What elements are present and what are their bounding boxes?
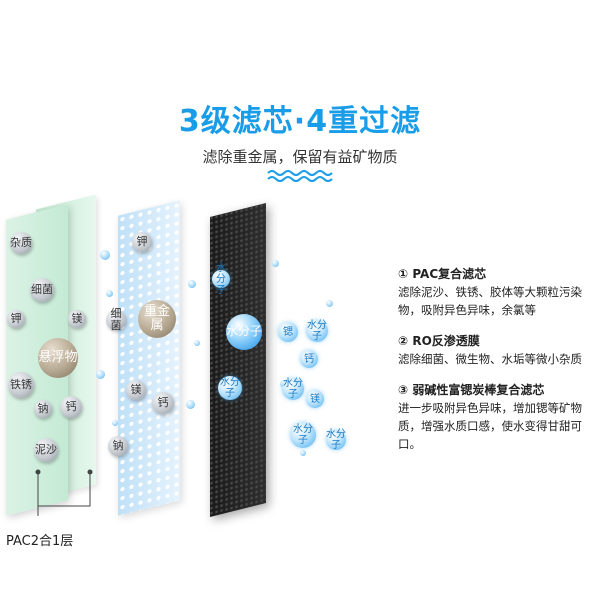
carbon-rod-layer xyxy=(210,203,266,517)
page-title: 3级滤芯·4重过滤 xyxy=(178,104,422,139)
particle-bacteria: 细菌 xyxy=(106,307,126,332)
stage-ro: ② RO反渗透膜 滤除细菌、微生物、水垢等微小杂质 xyxy=(398,333,598,368)
stage-legend: ① PAC复合滤芯 滤除泥沙、铁锈、胶体等大颗粒污染物，吸附异色异味，余氯等 ②… xyxy=(398,266,598,467)
particle-magnesium: 镁 xyxy=(126,380,146,400)
page-subtitle: 滤除重金属，保留有益矿物质 xyxy=(202,148,398,166)
particle-bacteria: 细菌 xyxy=(30,278,54,302)
particle-silt: 泥沙 xyxy=(34,438,58,462)
particle-water-molecule: 水分子 xyxy=(282,378,304,400)
water-drop xyxy=(106,290,113,297)
particle-water-molecule: 水分子 xyxy=(290,422,316,448)
water-drop xyxy=(186,400,195,409)
particle-water-molecule: 水分子 xyxy=(212,263,230,296)
filter-diagram: 杂质 细菌 钾 镁 悬浮物 铁锈 钠 钙 泥沙 钾 细菌 重金属 镁 钙 钠 水… xyxy=(0,190,380,590)
particle-strontium: 锶 xyxy=(278,322,298,342)
particle-calcium: 钙 xyxy=(60,396,82,418)
particle-calcium: 钙 xyxy=(300,350,318,368)
water-drop xyxy=(100,250,110,260)
stage-description: 进一步吸附异色异味，增加锶等矿物质，增强水质口感，使水变得甘甜可口。 xyxy=(398,401,582,451)
particle-magnesium: 镁 xyxy=(68,310,86,328)
particle-sodium: 钠 xyxy=(108,436,128,456)
stage-title: ① PAC复合滤芯 xyxy=(398,267,487,281)
stage-pac: ① PAC复合滤芯 滤除泥沙、铁锈、胶体等大颗粒污染物，吸附异色异味，余氯等 xyxy=(398,266,598,319)
stage-description: 滤除细菌、微生物、水垢等微小杂质 xyxy=(398,352,582,366)
stage-title: ③ 弱碱性富锶炭棒复合滤芯 xyxy=(398,383,545,397)
particle-sodium: 钠 xyxy=(34,400,52,418)
pac-leader-line xyxy=(35,469,93,516)
particle-impurity: 杂质 xyxy=(10,232,32,254)
particle-rust: 铁锈 xyxy=(8,372,34,398)
water-drop xyxy=(112,420,118,426)
water-drop xyxy=(300,450,306,456)
stage-carbon: ③ 弱碱性富锶炭棒复合滤芯 进一步吸附异色异味，增加锶等矿物质，增强水质口感，使… xyxy=(398,382,598,453)
water-drop xyxy=(326,300,333,307)
particle-water-molecule: 水分子 xyxy=(226,314,262,350)
water-drop xyxy=(96,370,105,379)
particle-suspended-matter: 悬浮物 xyxy=(38,338,78,378)
particle-water-molecule: 水分子 xyxy=(306,320,328,342)
particle-water-molecule: 水分子 xyxy=(326,429,346,451)
stage-description: 滤除泥沙、铁锈、胶体等大颗粒污染物，吸附异色异味，余氯等 xyxy=(398,285,582,317)
wave-icon xyxy=(267,170,333,182)
particle-water-molecule: 水分子 xyxy=(218,376,242,400)
stage-title: ② RO反渗透膜 xyxy=(398,334,480,348)
water-drop xyxy=(194,340,200,346)
particle-magnesium: 镁 xyxy=(306,390,324,408)
particle-calcium: 钙 xyxy=(152,392,174,414)
particle-heavy-metal: 重金属 xyxy=(138,300,176,338)
particle-potassium: 钾 xyxy=(132,232,152,252)
particle-potassium: 钾 xyxy=(7,310,25,328)
water-drop xyxy=(188,280,196,288)
pac-layer-label: PAC2合1层 xyxy=(6,534,74,549)
water-drop xyxy=(272,260,279,267)
